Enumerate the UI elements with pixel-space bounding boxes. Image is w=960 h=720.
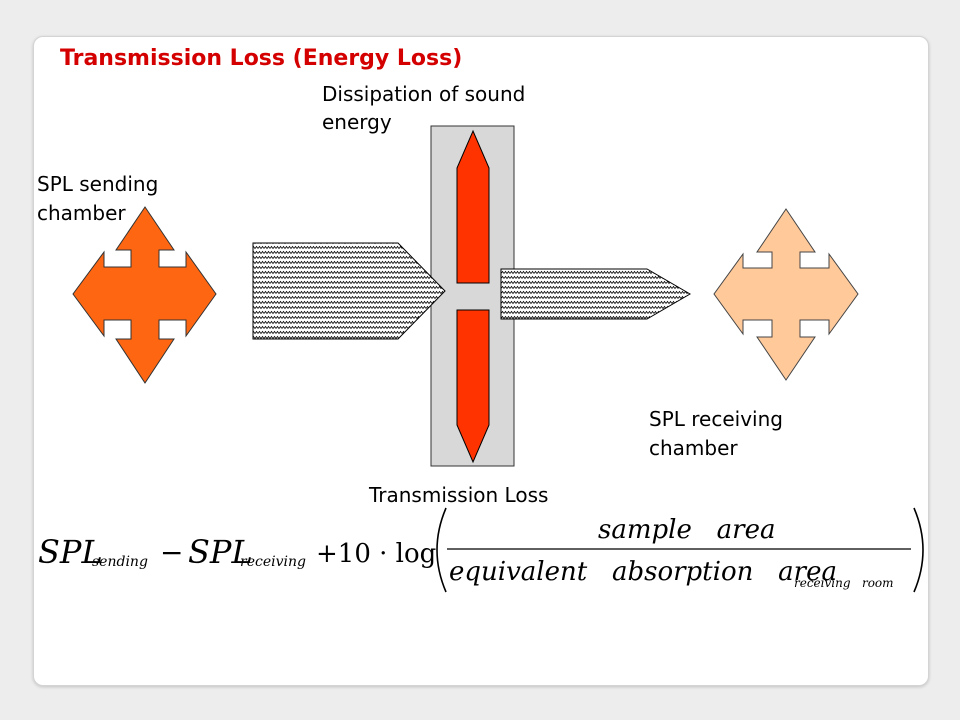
transmission-loss-formula: SPL sending − SPL receiving +10 · log sa… [38,507,924,593]
incident-sound-arrow-icon [252,242,446,340]
formula-plus-ten-log: +10 · log [316,539,436,569]
receiving-chamber-arrow-icon [713,208,859,381]
slide-title: Transmission Loss (Energy Loss) [60,46,463,71]
spl-receiving-label-line2: chamber [649,436,738,460]
formula-sub-receiving-room: receiving room [794,576,894,590]
formula-left-paren [436,507,447,593]
dissipation-label-line1: Dissipation of sound [322,82,526,106]
dissipation-arrow-up-icon [456,129,490,284]
dissipation-arrow-down-icon [456,309,490,464]
spl-sending-label-line2: chamber [37,201,126,225]
formula-right-paren [913,507,924,593]
formula-spl-receiving: SPL [188,533,253,571]
formula-numerator: sample area [598,515,775,545]
formula-denominator: equivalent absorption area [449,557,837,587]
sending-chamber-arrow-icon [72,206,217,384]
formula-sub-receiving: receiving [240,554,306,570]
formula-minus: − [160,536,183,569]
dissipation-label-line2: energy [322,110,392,134]
formula-spl-sending: SPL [38,533,103,571]
spl-receiving-label-line1: SPL receiving [649,407,783,431]
transmission-loss-label: Transmission Loss [369,483,549,507]
transmitted-sound-arrow-icon [500,268,691,320]
spl-sending-label-line1: SPL sending [37,172,159,196]
formula-sub-sending: sending [92,554,148,570]
